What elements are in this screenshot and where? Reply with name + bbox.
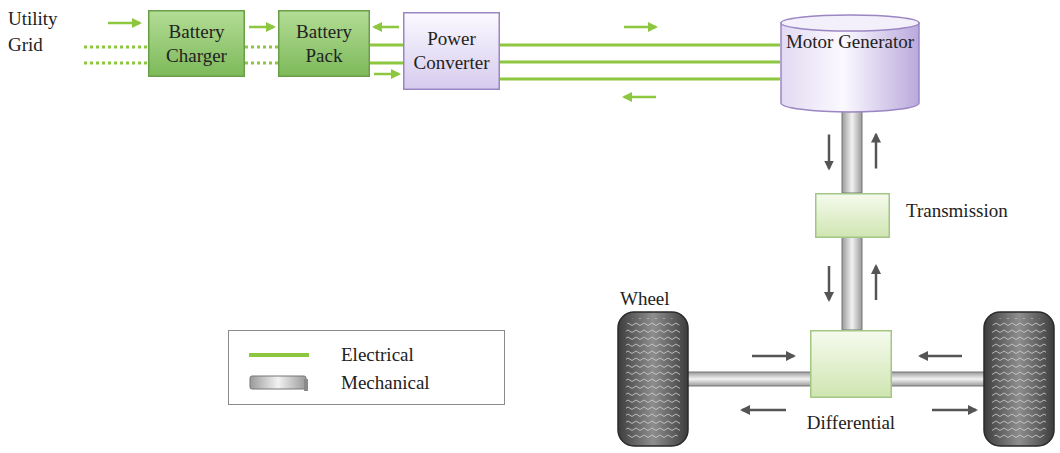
node-label: Transmission <box>906 199 1008 223</box>
legend-row: Mechanical <box>249 369 504 397</box>
charger-box: Battery Charger <box>148 10 245 77</box>
legend-label: Electrical <box>341 344 414 366</box>
mechanical-sample <box>249 372 309 394</box>
transmission-box <box>815 193 890 238</box>
node-label: Battery Pack <box>281 20 367 68</box>
battery-box <box>278 10 370 77</box>
legend-row: Electrical <box>249 341 504 369</box>
wheel-label: Wheel <box>620 286 700 312</box>
drive-shaft <box>829 236 876 330</box>
grid-label: Utility Grid <box>8 6 74 58</box>
battery-box: Battery Pack <box>278 10 370 77</box>
node-label: Differential <box>807 411 895 435</box>
node-label: Motor Generator <box>783 30 917 54</box>
differential-box: Differential <box>810 330 892 398</box>
transmission-box: Transmission <box>815 193 890 238</box>
converter-box <box>403 12 500 90</box>
converter-box: Power Converter <box>403 12 500 90</box>
wheel-right <box>984 312 1054 446</box>
legend-label: Mechanical <box>341 372 430 394</box>
wheel-left <box>618 312 688 446</box>
legend-box: ElectricalMechanical <box>228 330 505 405</box>
grid-feed <box>84 23 148 63</box>
motor-cylinder <box>780 14 920 112</box>
node-label: Battery Charger <box>151 20 242 68</box>
differential-box <box>810 330 892 398</box>
node-label: Power Converter <box>406 27 497 75</box>
electrical-sample <box>249 344 309 366</box>
power-line <box>370 27 403 74</box>
charger-box <box>148 10 245 77</box>
power-line <box>245 27 278 63</box>
drive-shaft <box>829 110 876 193</box>
motor-cylinder: Motor Generator <box>780 14 920 112</box>
power-line <box>500 27 780 97</box>
